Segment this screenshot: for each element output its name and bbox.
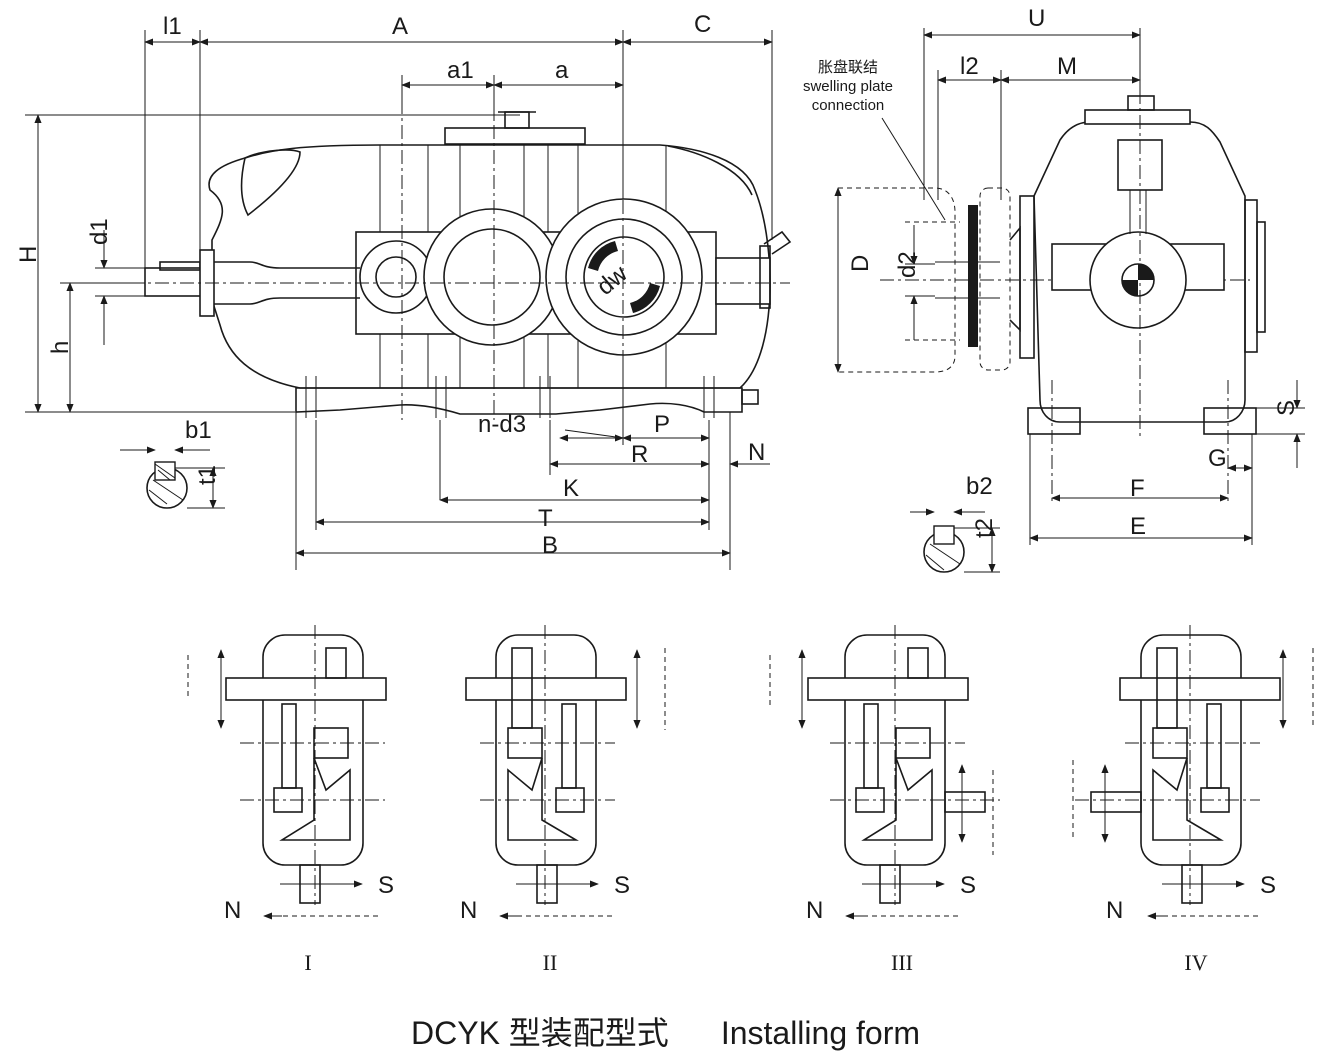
dim-F: F (1130, 475, 1145, 502)
gearbox-drawing: l1 A C a1 a H h d1 (15, 5, 1314, 975)
dim-G: G (1208, 445, 1227, 472)
form-II-S: S (614, 872, 630, 899)
installing-form-I: S N I (187, 625, 394, 975)
dim-U: U (1028, 5, 1045, 32)
dim-b1: b1 (185, 417, 212, 444)
dim-E: E (1130, 513, 1146, 540)
dim-t1: t1 (194, 465, 221, 485)
form-IV-S: S (1260, 872, 1276, 899)
dim-l2: l2 (960, 53, 979, 80)
installing-form-IV: S N IV (1072, 625, 1314, 975)
form-IV-N: N (1106, 897, 1123, 924)
dim-D: D (847, 255, 874, 272)
dim-T: T (538, 505, 553, 532)
dim-N: N (748, 439, 765, 466)
form-II-N: N (460, 897, 477, 924)
form-III-N: N (806, 897, 823, 924)
form-I-label: I (304, 950, 311, 975)
dim-l1: l1 (163, 13, 182, 40)
dim-K: K (563, 475, 579, 502)
side-view: U l2 M 胀盘联结 swelling plate connection D … (803, 5, 1305, 573)
caption-cn: DCYK 型装配型式 (411, 1015, 669, 1051)
caption-en: Installing form (720, 1015, 920, 1051)
dim-P: P (654, 411, 670, 438)
dim-a: a (555, 57, 569, 84)
note-en-2: connection (812, 97, 885, 114)
note-cn: 胀盘联结 (818, 58, 878, 76)
dim-n-d3: n-d3 (478, 411, 526, 438)
dim-R: R (631, 441, 648, 468)
form-I-N: N (224, 897, 241, 924)
dim-h: h (47, 341, 74, 354)
dim-a1: a1 (447, 57, 474, 84)
dim-d1: d1 (86, 218, 113, 245)
dim-d2: d2 (894, 251, 921, 278)
dim-b2: b2 (966, 473, 993, 500)
form-IV-label: IV (1184, 950, 1207, 975)
dim-M: M (1057, 53, 1077, 80)
dim-H: H (15, 246, 42, 263)
dim-A: A (392, 13, 408, 40)
dim-C: C (694, 11, 711, 38)
main-view: l1 A C a1 a H h d1 (15, 11, 792, 570)
dim-S: S (1273, 400, 1300, 416)
installing-form-II: S N II (460, 625, 666, 975)
dim-t2: t2 (971, 518, 998, 538)
form-III-S: S (960, 872, 976, 899)
form-I-S: S (378, 872, 394, 899)
note-en-1: swelling plate (803, 78, 893, 95)
dim-B: B (542, 532, 558, 559)
form-II-label: II (543, 950, 558, 975)
installing-form-III: S N III (769, 625, 1000, 975)
form-III-label: III (891, 950, 913, 975)
caption: DCYK 型装配型式 Installing form (0, 1008, 1331, 1054)
